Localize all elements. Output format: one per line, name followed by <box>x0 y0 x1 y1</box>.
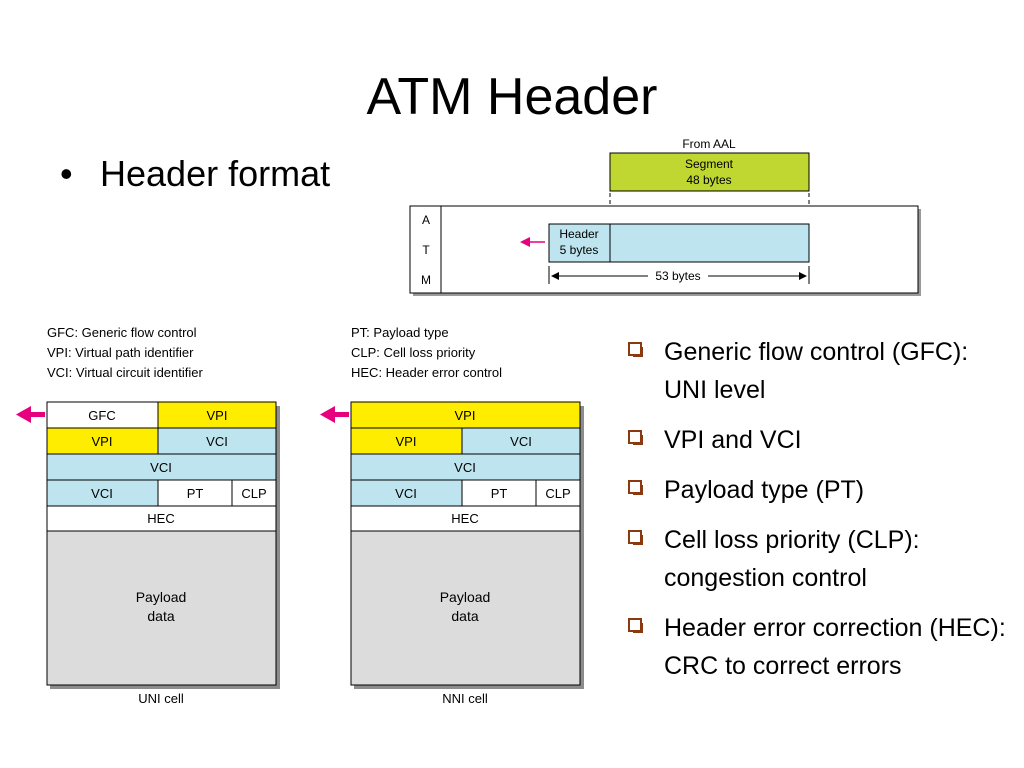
uni-pt-label: PT <box>187 486 204 501</box>
bullet-text: Header format <box>100 153 331 194</box>
nni-data-label: data <box>451 608 478 624</box>
uni-clp-field <box>231 479 277 507</box>
feature-item: Payload type (PT) <box>626 471 1006 509</box>
legend-vci: VCI: Virtual circuit identifier <box>47 365 203 380</box>
checkbox-icon <box>628 480 643 495</box>
total-size-label: 53 bytes <box>655 269 700 283</box>
uni-hec-label: HEC <box>147 511 174 526</box>
legend-clp: CLP: Cell loss priority <box>351 345 476 360</box>
atm-layer-box <box>409 205 919 294</box>
uni-vci-field-3 <box>46 479 159 507</box>
atm-letter-t: T <box>422 243 430 257</box>
nni-vci-field-3 <box>350 479 463 507</box>
nni-clp-label: CLP <box>545 486 570 501</box>
uni-vpi-label-2: VPI <box>92 434 113 449</box>
checkbox-icon <box>628 430 643 445</box>
nni-pt-label: PT <box>491 486 508 501</box>
legend-gfc: GFC: Generic flow control <box>47 325 197 340</box>
uni-vci-field-2 <box>46 453 277 481</box>
legend-vpi: VPI: Virtual path identifier <box>47 345 194 360</box>
uni-clp-label: CLP <box>241 486 266 501</box>
legend-right: PT: Payload type CLP: Cell loss priority… <box>351 325 502 380</box>
bullet-dot: • <box>60 153 73 194</box>
uni-pt-field <box>157 479 233 507</box>
aal-atm-diagram: From AAL Segment 48 bytes A T M Header 5… <box>409 137 921 296</box>
feature-list: Generic flow control (GFC): UNI level VP… <box>626 333 1006 697</box>
checkbox-icon <box>628 530 643 545</box>
nni-pink-arrow-icon <box>320 406 335 423</box>
nni-payload-field <box>350 530 581 686</box>
atm-letter-m: M <box>421 273 431 287</box>
feature-item: Generic flow control (GFC): UNI level <box>626 333 1006 409</box>
nni-vpi-label: VPI <box>455 408 476 423</box>
pink-arrow-icon <box>520 237 530 247</box>
nni-payload-label: Payload <box>440 589 491 605</box>
uni-pink-arrow-icon <box>16 406 31 423</box>
feature-item: VPI and VCI <box>626 421 1006 459</box>
atm-letter-a: A <box>422 213 430 227</box>
feature-text: Payload type (PT) <box>664 476 865 504</box>
feature-text: Cell loss priority (CLP): congestion con… <box>664 526 920 592</box>
legend-left: GFC: Generic flow control VPI: Virtual p… <box>47 325 203 380</box>
segment-box <box>609 152 810 192</box>
uni-vci-label-3: VCI <box>91 486 113 501</box>
nni-vpi-label-2: VPI <box>396 434 417 449</box>
uni-cell-caption: UNI cell <box>138 691 184 706</box>
nni-vci-label-3: VCI <box>395 486 417 501</box>
cell-payload-box <box>609 223 810 263</box>
legend-hec: HEC: Header error control <box>351 365 502 380</box>
uni-gfc-label: GFC <box>88 408 115 423</box>
nni-cell: VPI VPI VCI VCI VCI PT CLP HEC Payload d… <box>320 401 584 706</box>
feature-item: Header error correction (HEC): CRC to co… <box>626 609 1006 685</box>
uni-vpi-field-2 <box>46 427 159 455</box>
nni-vci-label: VCI <box>510 434 532 449</box>
uni-vci-field <box>157 427 277 455</box>
uni-vci-label: VCI <box>206 434 228 449</box>
uni-vci-label-2: VCI <box>150 460 172 475</box>
feature-text: Generic flow control (GFC): UNI level <box>664 338 969 404</box>
checkbox-icon <box>628 342 643 357</box>
legend-pt: PT: Payload type <box>351 325 449 340</box>
feature-text: Header error correction (HEC): CRC to co… <box>664 614 1006 680</box>
segment-size-label: 48 bytes <box>686 173 731 187</box>
nni-clp-field <box>535 479 581 507</box>
segment-label: Segment <box>685 157 734 171</box>
uni-vpi-label: VPI <box>207 408 228 423</box>
checkbox-icon <box>628 618 643 633</box>
nni-cell-caption: NNI cell <box>442 691 488 706</box>
nni-hec-field <box>350 505 581 532</box>
feature-item: Cell loss priority (CLP): congestion con… <box>626 521 1006 597</box>
uni-data-label: data <box>147 608 174 624</box>
feature-text: VPI and VCI <box>664 426 802 454</box>
nni-hec-label: HEC <box>451 511 478 526</box>
slide-title: ATM Header <box>366 68 658 126</box>
uni-cell: GFC VPI VPI VCI VCI VCI PT CLP HEC Paylo… <box>16 401 280 706</box>
nni-vci-label-2: VCI <box>454 460 476 475</box>
uni-payload-label: Payload <box>136 589 187 605</box>
from-aal-label: From AAL <box>682 137 736 151</box>
uni-payload-field <box>46 530 277 686</box>
header-size-label: 5 bytes <box>560 243 599 257</box>
bullet-item: • Header format <box>60 152 330 196</box>
header-label: Header <box>559 227 598 241</box>
